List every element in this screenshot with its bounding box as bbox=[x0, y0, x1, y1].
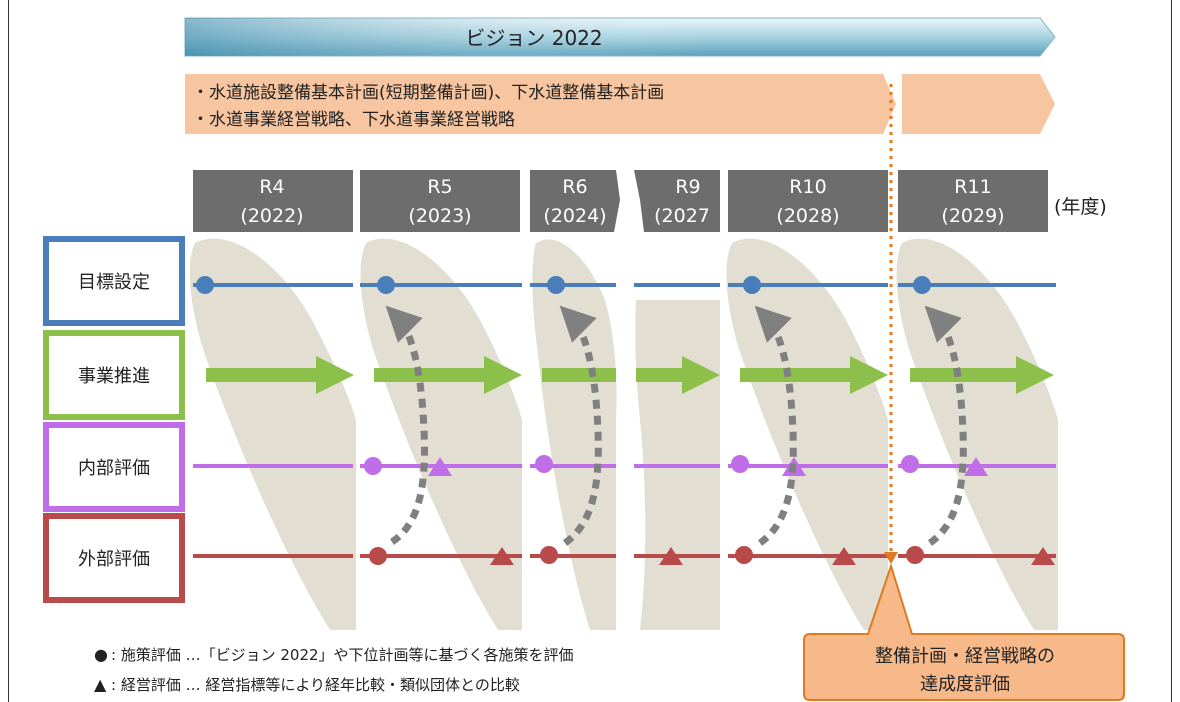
project-promotion-arrows bbox=[206, 356, 1054, 394]
promotion-arrow-r6 bbox=[542, 368, 616, 382]
external-triangle-r10 bbox=[832, 547, 856, 565]
blob-r6 bbox=[532, 239, 617, 630]
achievement-callout: 整備計画・経営戦略の 達成度評価 bbox=[803, 562, 1125, 701]
year-label-r5: R5 bbox=[427, 176, 452, 198]
goal-marker-r10 bbox=[743, 276, 761, 294]
goal-marker-r11 bbox=[913, 276, 931, 294]
year-value-r11: (2029) bbox=[941, 205, 1004, 227]
external-evaluation-markers bbox=[369, 546, 1055, 565]
year-label-r11: R11 bbox=[954, 176, 991, 198]
year-header-r4: R4 (2022) bbox=[193, 170, 353, 232]
year-value-r5: (2023) bbox=[408, 205, 471, 227]
blob-r11 bbox=[896, 238, 1058, 630]
internal-circle-r6 bbox=[535, 455, 553, 473]
goal-marker-r4 bbox=[196, 276, 214, 294]
internal-triangle-r11 bbox=[964, 457, 988, 476]
internal-circle-r11 bbox=[901, 455, 919, 473]
legend-circle-symbol: ● bbox=[94, 645, 108, 664]
row-label-goal-setting: 目標設定 bbox=[78, 272, 150, 293]
feedback-loop-r6 bbox=[559, 305, 602, 546]
year-header-r9: R9 (2027 bbox=[634, 170, 720, 232]
legend-circle-text: : 施策評価 …「ビジョン 2022」や下位計画等に基づく各施策を評価 bbox=[111, 646, 574, 664]
external-circle-r10 bbox=[735, 546, 753, 564]
year-header-r5: R5 (2023) bbox=[360, 170, 520, 232]
promotion-arrow-r10 bbox=[740, 356, 888, 394]
year-header-r11: R11 (2029) bbox=[898, 170, 1048, 232]
row-label-project-promotion: 事業推進 bbox=[78, 366, 150, 387]
year-label-r10: R10 bbox=[789, 176, 826, 198]
goal-setting-markers bbox=[196, 276, 931, 294]
year-label-r4: R4 bbox=[259, 176, 284, 198]
row-labels: 目標設定 事業推進 内部評価 外部評価 bbox=[43, 236, 185, 603]
callout-line-1: 整備計画・経営戦略の bbox=[875, 646, 1055, 667]
legend-triangle-text: : 経営評価 … 経営指標等により経年比較・類似団体との比較 bbox=[111, 676, 520, 694]
legend-triangle-symbol: ▲ bbox=[94, 675, 107, 694]
year-header-r6: R6 (2024) bbox=[530, 170, 620, 232]
feedback-loop-r11 bbox=[924, 305, 967, 546]
feedback-loop-r10 bbox=[754, 305, 797, 546]
promotion-arrow-r4 bbox=[206, 356, 354, 394]
year-unit-label: (年度) bbox=[1054, 196, 1107, 218]
goal-marker-r6 bbox=[547, 276, 565, 294]
plan-band: ・水道施設整備基本計画(短期整備計画)、下水道整備基本計画 ・水道事業経営戦略、… bbox=[185, 74, 1055, 134]
vision-banner: ビジョン 2022 bbox=[184, 17, 1056, 57]
achievement-marker bbox=[884, 84, 898, 564]
year-header-r10: R10 (2028) bbox=[728, 170, 888, 232]
feedback-loop-r5 bbox=[385, 305, 428, 545]
diagram-frame bbox=[8, 0, 1172, 702]
blob-r5 bbox=[360, 238, 522, 630]
year-label-r6: R6 bbox=[562, 176, 587, 198]
callout-line-2: 達成度評価 bbox=[920, 674, 1010, 695]
year-value-r6: (2024) bbox=[543, 205, 606, 227]
internal-triangle-r5 bbox=[428, 457, 452, 476]
legend: ● : 施策評価 …「ビジョン 2022」や下位計画等に基づく各施策を評価 ▲ … bbox=[94, 645, 574, 694]
year-value-r9: (2027 bbox=[654, 205, 710, 227]
external-circle-r6 bbox=[540, 546, 558, 564]
row-label-internal-evaluation: 内部評価 bbox=[78, 458, 150, 479]
promotion-arrow-r11 bbox=[910, 356, 1054, 394]
plan-line-1: ・水道施設整備基本計画(短期整備計画)、下水道整備基本計画 bbox=[192, 83, 664, 103]
external-circle-r5 bbox=[369, 547, 387, 565]
year-value-r10: (2028) bbox=[776, 205, 839, 227]
achievement-marker-arrowhead bbox=[884, 552, 898, 564]
external-triangle-r9 bbox=[659, 547, 683, 565]
year-value-r4: (2022) bbox=[240, 205, 303, 227]
vision-banner-title: ビジョン 2022 bbox=[465, 26, 602, 50]
year-label-r9: R9 bbox=[675, 176, 700, 198]
external-triangle-r11 bbox=[1031, 547, 1055, 565]
blob-r4 bbox=[189, 238, 356, 630]
timeline-blobs bbox=[189, 238, 1058, 630]
external-triangle-r5 bbox=[490, 547, 514, 565]
promotion-arrow-r5 bbox=[374, 356, 522, 394]
promotion-arrow-r9 bbox=[636, 356, 720, 394]
goal-marker-r5 bbox=[377, 276, 395, 294]
external-circle-r11 bbox=[906, 546, 924, 564]
blob-r10 bbox=[726, 238, 888, 630]
internal-circle-r10 bbox=[731, 455, 749, 473]
year-headers: R4 (2022) R5 (2023) R6 (2024) R9 (2027 R… bbox=[193, 170, 1048, 232]
internal-circle-r5 bbox=[364, 457, 382, 475]
feedback-loops bbox=[385, 305, 967, 546]
plan-line-2: ・水道事業経営戦略、下水道事業経営戦略 bbox=[192, 110, 515, 130]
row-label-external-evaluation: 外部評価 bbox=[78, 549, 150, 570]
